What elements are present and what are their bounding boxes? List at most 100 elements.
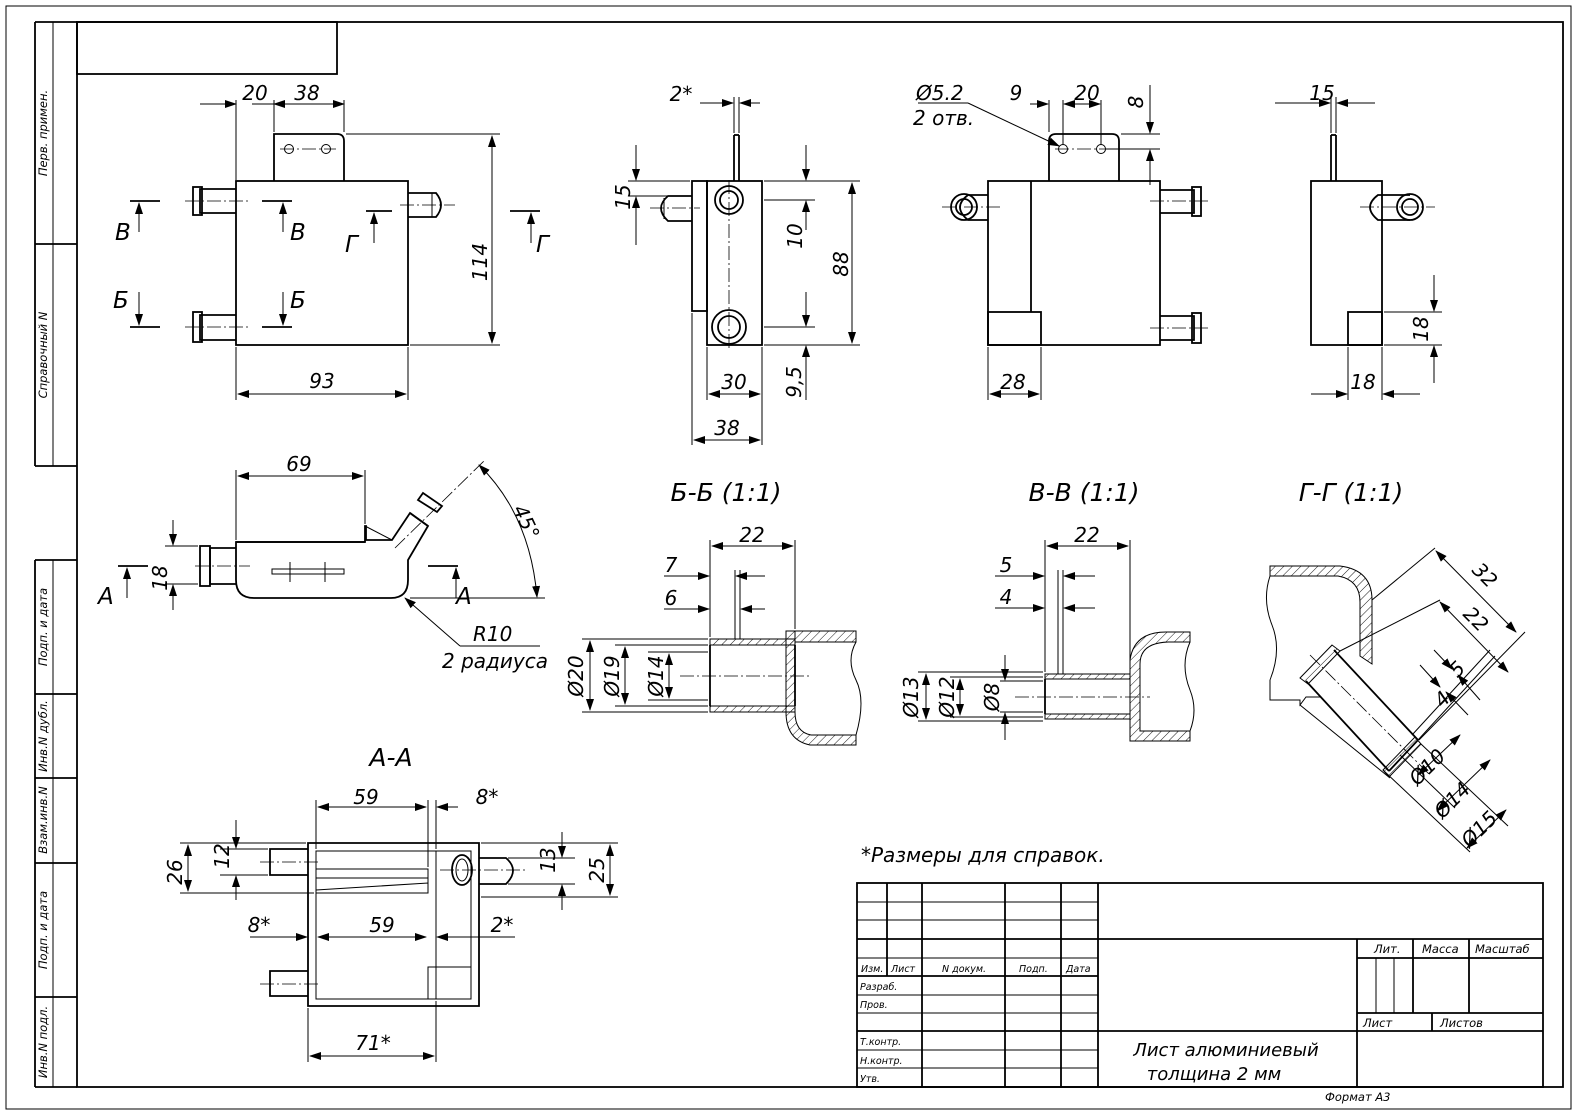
dim-front-38: 38 [294,81,319,105]
dim-bb-d14: Ø14 [644,655,668,697]
stamp-label-podp-1: Подп. и дата [36,588,50,666]
section-title-bb: Б-Б (1:1) [670,478,781,507]
dim-front-20: 20 [242,81,267,105]
rear-view [942,133,1210,346]
dim-aa-26: 26 [163,859,187,884]
dim-aa-13: 13 [536,847,560,872]
right-view [1310,134,1435,346]
sheet-format: Формат А3 [1325,1090,1391,1104]
dim-right-18a: 18 [1409,316,1433,341]
stamp-label-perv: Перв. примен. [36,90,50,176]
tb-col-izm: Изм. [861,964,883,975]
sheet-frame [5,5,1572,1110]
section-title-vv: В-В (1:1) [1028,478,1139,507]
mark-a-left: А [96,584,114,610]
dim-aa-8a: 8* [476,785,499,809]
tb-row-nkontr: Н.контр. [860,1056,903,1067]
top-view [195,459,486,599]
dim-side-30: 30 [721,370,746,394]
mark-b-left: Б [113,288,129,314]
tb-mass: Масса [1422,942,1459,956]
mark-v-left: В [115,220,131,246]
dim-vv-d12: Ø12 [935,676,959,718]
right-view-dims: 15 18 18 [1275,81,1442,400]
dim-aa-59a: 59 [353,785,378,809]
dim-top-69: 69 [286,452,311,476]
mark-b-right: Б [290,288,306,314]
front-view-dims: 20 38 114 93 В В Б Б Г Г [113,81,551,400]
section-vv [1015,631,1195,742]
dim-side-10: 10 [783,223,807,248]
tb-material-2: толщина 2 мм [1147,1064,1282,1085]
dim-bb-6: 6 [665,586,678,610]
section-aa [260,842,525,1007]
dim-side-38: 38 [714,416,739,440]
section-bb-dims: 22 7 6 Ø20 Ø19 Ø14 [564,523,796,713]
tb-col-list: Лист [890,964,916,975]
dim-aa-71: 71* [355,1031,390,1055]
dim-gg-d15: Ø15 [1455,806,1502,853]
dim-aa-12: 12 [210,843,234,868]
dim-vv-d13: Ø13 [899,676,923,718]
dim-vv-5: 5 [1000,553,1013,577]
dim-gg-32: 32 [1467,558,1502,593]
dim-rear-28: 28 [1000,370,1025,394]
dim-gg-d14: Ø14 [1428,777,1475,824]
dim-right-15: 15 [1309,81,1334,105]
front-view [185,133,455,346]
dim-right-18b: 18 [1350,370,1375,394]
tb-row-razrab: Разраб. [860,982,897,993]
side-view-dims: 2* 15 10 88 9,5 30 38 [611,82,860,445]
dim-gg-5: 5 [1444,656,1470,682]
tb-lit: Лит. [1373,942,1400,956]
dim-bb-d19: Ø19 [600,655,624,697]
dim-top-18: 18 [148,565,172,590]
section-gg [1266,565,1431,779]
dim-rear-hole: Ø5.2 [915,81,964,105]
dim-bb-7: 7 [665,553,678,577]
tb-col-podp: Подп. [1019,964,1048,975]
stamp-label-inv-dubl: Инв.N дубл. [36,700,50,772]
mark-v-right: В [290,220,306,246]
dim-side-88: 88 [829,251,853,276]
dim-aa-25: 25 [585,857,609,882]
dim-rear-20: 20 [1074,81,1099,105]
tb-sheets: Листов [1439,1016,1483,1030]
dim-front-114: 114 [468,243,492,281]
section-vv-dims: 22 5 4 Ø13 Ø12 Ø8 [899,523,1131,740]
dim-top-45: 45° [508,501,545,543]
dim-side-95: 9,5 [782,366,806,398]
dim-rear-holes-count: 2 отв. [913,106,974,130]
section-title-aa: А-А [367,743,412,772]
stamp-label-sprav: Справочный N [36,311,50,398]
top-view-dims: 69 45° 18 А А R10 2 радиуса [96,452,548,673]
mark-g-right: Г [536,232,551,258]
dim-front-93: 93 [309,369,334,393]
dim-top-radii: 2 радиуса [442,649,548,673]
reference-note: *Размеры для справок. [861,843,1105,867]
dim-aa-8b: 8* [248,913,271,937]
section-aa-dims: 59 8* 26 12 13 25 8* 59 2* 71* [163,785,618,1062]
dim-vv-4: 4 [1000,585,1013,609]
stamp-label-vzam: Взам.инв.N [36,786,50,854]
mark-a-right: А [454,584,472,610]
stamp-label-podp-2: Подп. и дата [36,891,50,969]
tb-sheet: Лист [1362,1016,1392,1030]
tb-col-ndok: N докум. [942,964,986,975]
dim-aa-2: 2* [491,913,514,937]
dim-bb-22: 22 [739,523,764,547]
tb-row-tkontr: Т.контр. [860,1037,901,1048]
stamp-label-inv-podl: Инв.N подл. [36,1006,50,1078]
dim-vv-d8: Ø8 [980,683,1004,712]
tb-row-prov: Пров. [860,1000,888,1011]
dim-side-2: 2* [670,82,693,106]
dim-gg-22: 22 [1458,602,1493,637]
rear-view-dims: Ø5.2 2 отв. 9 20 8 28 [913,81,1160,400]
mark-g-left: Г [345,232,360,258]
dim-gg-4: 4 [1429,686,1455,712]
tb-row-utv: Утв. [860,1074,880,1085]
side-stamp-labels: Перв. примен. Справочный N Подп. и дата … [36,90,50,1078]
tb-col-data: Дата [1065,964,1091,975]
dim-rear-9: 9 [1010,81,1023,105]
